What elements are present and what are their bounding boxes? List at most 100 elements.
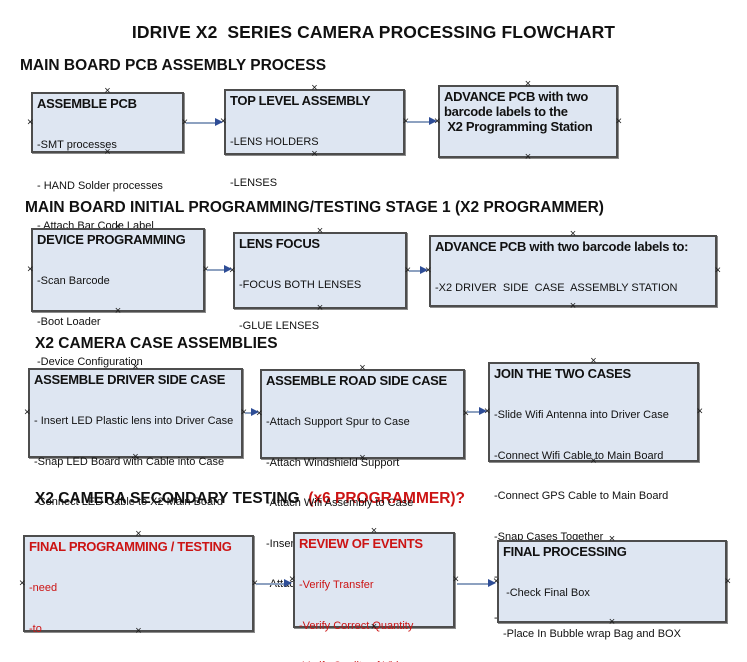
box-item: -GLUE LENSES xyxy=(239,319,320,332)
connection-point-icon[interactable]: × xyxy=(608,616,616,628)
connection-point-icon[interactable]: × xyxy=(19,577,26,589)
connection-point-icon[interactable]: × xyxy=(132,361,139,373)
box-item: -Device Configuration xyxy=(37,356,143,368)
box-title: ASSEMBLE ROAD SIDE CASE xyxy=(266,373,447,388)
flow-arrow[interactable] xyxy=(457,579,496,588)
flow-box-assemble-pcb[interactable]: ASSEMBLE PCB -SMT processes - HAND Solde… xyxy=(27,86,188,233)
connection-point-icon[interactable]: × xyxy=(104,146,111,158)
box-item: -SMT processes xyxy=(37,139,117,151)
flow-box-advance-pcb-programming-station[interactable]: ADVANCE PCB with two barcode labels to t… xyxy=(434,79,622,163)
box-item: -Verify Transfer xyxy=(299,579,374,591)
connection-point-icon[interactable]: × xyxy=(370,525,378,537)
connection-point-icon[interactable]: × xyxy=(434,115,441,127)
arrow-right-icon xyxy=(224,265,232,273)
flow-box-join-the-two-cases[interactable]: JOIN THE TWO CASES -Slide Wifi Antenna i… xyxy=(484,356,703,624)
connection-point-icon[interactable]: × xyxy=(615,115,622,127)
box-title: ADVANCE PCB with two barcode labels to: xyxy=(435,239,689,254)
connection-point-icon[interactable]: × xyxy=(311,148,318,160)
box-title: ASSEMBLE DRIVER SIDE CASE xyxy=(34,372,226,387)
connection-point-icon[interactable]: × xyxy=(484,405,491,418)
connection-point-icon[interactable]: × xyxy=(462,407,469,420)
flow-arrow[interactable] xyxy=(207,265,232,274)
flow-arrow[interactable] xyxy=(467,407,487,416)
box-title: FINAL PROCESSING xyxy=(503,544,627,559)
box-item: -LENS HOLDERS xyxy=(230,136,319,148)
flow-box-assemble-road-side-case[interactable]: ASSEMBLE ROAD SIDE CASE -Attach Support … xyxy=(256,363,469,591)
box-item: -Scan Barcode xyxy=(37,275,110,287)
arrow-line xyxy=(245,411,253,414)
connection-point-icon[interactable]: × xyxy=(256,407,263,420)
box-item: - HAND Solder processes xyxy=(37,179,163,192)
connection-point-icon[interactable]: × xyxy=(311,82,318,94)
arrow-right-icon xyxy=(251,408,259,416)
flow-arrow[interactable] xyxy=(407,117,437,126)
flow-box-lens-focus[interactable]: LENS FOCUS -FOCUS BOTH LENSES -GLUE LENS… xyxy=(229,226,411,332)
box-item: -need xyxy=(29,582,58,594)
box-items: -Verify Transfer -Verify Correct Quantit… xyxy=(299,552,449,662)
box-item: -Connect LED Cable to X2 Main Board xyxy=(34,496,223,508)
connection-point-icon[interactable]: × xyxy=(493,575,500,587)
connection-point-icon[interactable]: × xyxy=(316,302,324,314)
connection-point-icon[interactable]: × xyxy=(104,85,111,97)
connection-point-icon[interactable]: × xyxy=(359,362,366,374)
flow-box-advance-pcb-driver-side-station[interactable]: ADVANCE PCB with two barcode labels to: … xyxy=(425,229,721,312)
box-items: -FOCUS BOTH LENSES -GLUE LENSES xyxy=(239,252,401,360)
connection-point-icon[interactable]: × xyxy=(27,263,34,276)
connection-point-icon[interactable]: × xyxy=(240,406,247,419)
connection-point-icon[interactable]: × xyxy=(135,528,142,540)
box-item: -to xyxy=(29,622,42,635)
section-header-red-part: (x6 PROGRAMMER)? xyxy=(308,490,466,507)
arrow-right-icon xyxy=(420,266,428,274)
flow-arrow[interactable] xyxy=(245,408,259,417)
connection-point-icon[interactable]: × xyxy=(524,151,532,163)
connection-point-icon[interactable]: × xyxy=(569,228,577,240)
flow-box-assemble-driver-side-case[interactable]: ASSEMBLE DRIVER SIDE CASE - Insert LED P… xyxy=(24,362,247,549)
connection-point-icon[interactable]: × xyxy=(714,264,721,277)
flow-box-final-programming-testing[interactable]: FINAL PROGRAMMING / TESTING -need -to -k… xyxy=(19,529,258,637)
connection-point-icon[interactable]: × xyxy=(425,264,432,277)
flow-box-device-programming[interactable]: DEVICE PROGRAMMING -Scan Barcode -Boot L… xyxy=(27,222,209,450)
connection-point-icon[interactable]: × xyxy=(370,621,378,633)
connection-point-icon[interactable]: × xyxy=(608,533,616,545)
connection-point-icon[interactable]: × xyxy=(724,575,731,587)
box-item: -Verify Quality of Video xyxy=(299,660,449,662)
connection-point-icon[interactable]: × xyxy=(202,263,209,276)
arrow-right-icon xyxy=(284,579,292,587)
connection-point-icon[interactable]: × xyxy=(220,115,227,128)
connection-point-icon[interactable]: × xyxy=(452,573,459,586)
connection-point-icon[interactable]: × xyxy=(524,78,532,90)
connection-point-icon[interactable]: × xyxy=(251,577,258,589)
arrow-right-icon xyxy=(215,118,223,126)
connection-point-icon[interactable]: × xyxy=(229,264,236,276)
flow-arrow[interactable] xyxy=(409,266,428,275)
box-title: TOP LEVEL ASSEMBLY xyxy=(230,93,371,108)
flow-box-review-of-events[interactable]: REVIEW OF EVENTS -Verify Transfer -Verif… xyxy=(289,526,459,662)
connection-point-icon[interactable]: × xyxy=(135,625,142,637)
connection-point-icon[interactable]: × xyxy=(114,221,122,233)
flow-box-top-level-assembly[interactable]: TOP LEVEL ASSEMBLY -LENS HOLDERS -LENSES… xyxy=(220,83,409,189)
box-item: -Attach Support Spur to Case xyxy=(266,416,410,428)
box-item: -Connect Wifi Cable to Main Board xyxy=(494,449,664,462)
connection-point-icon[interactable]: × xyxy=(696,405,703,418)
arrow-line xyxy=(407,120,431,123)
flow-arrow[interactable] xyxy=(256,579,292,588)
connection-point-icon[interactable]: × xyxy=(404,264,411,276)
connection-point-icon[interactable]: × xyxy=(590,355,597,367)
flow-box-final-processing[interactable]: FINAL PROCESSING -Check Final Box -Place… xyxy=(493,534,731,640)
connection-point-icon[interactable]: × xyxy=(132,451,139,463)
connection-point-icon[interactable]: × xyxy=(27,116,34,128)
connection-point-icon[interactable]: × xyxy=(114,305,122,317)
box-title: ASSEMBLE PCB xyxy=(37,96,137,111)
connection-point-icon[interactable]: × xyxy=(24,406,31,419)
connection-point-icon[interactable]: × xyxy=(359,452,366,464)
connection-point-icon[interactable]: × xyxy=(402,115,409,128)
connection-point-icon[interactable]: × xyxy=(569,300,577,312)
connection-point-icon[interactable]: × xyxy=(289,573,296,586)
box-item: -Snap Cases Together xyxy=(494,530,604,543)
connection-point-icon[interactable]: × xyxy=(590,455,597,467)
connection-point-icon[interactable]: × xyxy=(316,225,324,237)
arrow-line xyxy=(467,410,481,413)
flow-arrow[interactable] xyxy=(186,118,223,127)
arrow-right-icon xyxy=(479,407,487,415)
connection-point-icon[interactable]: × xyxy=(181,116,188,128)
